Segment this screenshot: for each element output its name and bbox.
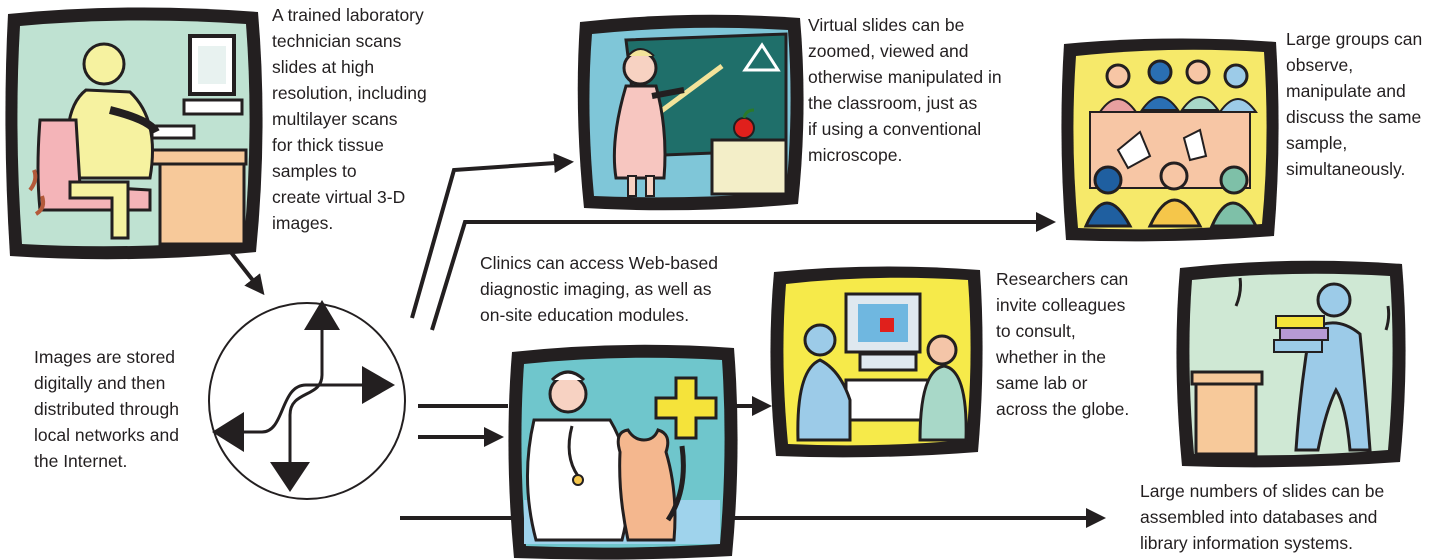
technician-caption: A trained laboratory technician scans sl…: [272, 5, 427, 233]
network-hub-icon: [208, 300, 406, 500]
arrow-hub-to-classroom: [410, 153, 574, 319]
storage-caption: Images are stored digitally and then dis…: [34, 347, 179, 471]
classroom-caption: Virtual slides can be zoomed, viewed and…: [808, 15, 1002, 165]
group-discussion-icon: [1061, 38, 1279, 242]
arrow-hub-to-groups: [430, 212, 1056, 331]
classroom-teacher-icon: [577, 14, 804, 211]
clinics-caption: Clinics can access Web-based diagnostic …: [480, 253, 718, 325]
researchers-computer-icon: [770, 266, 983, 458]
databases-caption: Large numbers of slides can be assembled…: [1140, 481, 1385, 553]
records-carrier-icon: [1176, 260, 1406, 468]
technician-scanning-icon: [5, 7, 263, 260]
researchers-caption: Researchers can invite colleagues to con…: [996, 269, 1130, 419]
veterinary-clinic-icon: [508, 344, 738, 560]
groups-caption: Large groups can observe, manipulate and…: [1286, 29, 1423, 179]
